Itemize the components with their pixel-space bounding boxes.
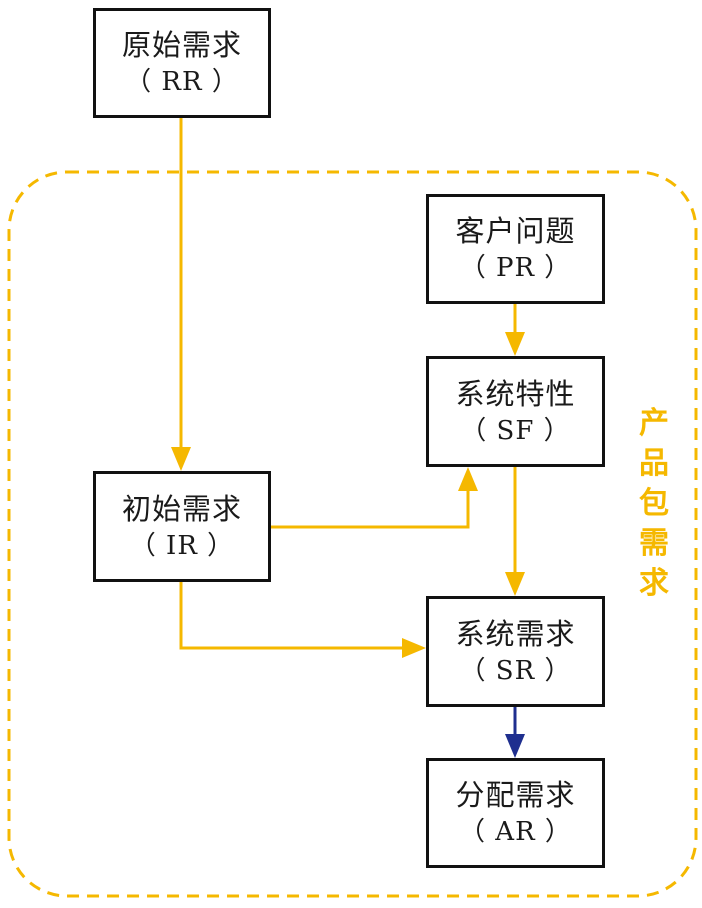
node-abbreviation: （ AR ）	[459, 817, 572, 847]
node-customer-problem: 客户问题 （ PR ）	[426, 194, 605, 304]
group-label-char: 求	[639, 566, 669, 601]
node-abbreviation: （ SF ）	[460, 415, 571, 446]
node-initial-requirement: 初始需求 （ IR ）	[93, 471, 271, 582]
node-title: 客户问题	[455, 214, 576, 248]
product-package-boundary	[7, 170, 698, 898]
edge-layer	[171, 118, 525, 758]
arrowhead-icon	[505, 332, 525, 356]
arrowhead-icon	[171, 447, 191, 471]
edge-sr-to-ar	[505, 707, 525, 758]
edge-line	[271, 491, 470, 529]
node-raw-requirement: 原始需求 （ RR ）	[93, 8, 271, 118]
group-label-char: 需	[639, 526, 669, 561]
arrowhead-icon	[458, 467, 478, 491]
node-abbreviation: （ IR ）	[129, 530, 235, 561]
edge-ir-to-sf	[271, 467, 478, 529]
group-label-char: 品	[639, 446, 669, 481]
edge-sf-to-sr	[505, 467, 525, 596]
product-package-label: 产 品 包 需 求	[634, 404, 674, 604]
node-abbreviation: （ SR ）	[459, 655, 572, 686]
node-system-feature: 系统特性 （ SF ）	[426, 356, 605, 467]
node-title: 系统需求	[455, 616, 576, 651]
group-label-char: 包	[639, 486, 669, 521]
node-title: 系统特性	[455, 376, 576, 411]
node-allocated-requirement: 分配需求 （ AR ）	[426, 758, 605, 868]
edge-rr-to-ir	[171, 118, 191, 471]
node-title: 原始需求	[121, 28, 242, 62]
edge-pr-to-sf	[505, 304, 525, 356]
arrowhead-icon	[402, 638, 426, 658]
node-abbreviation: （ RR ）	[125, 67, 239, 97]
arrowhead-icon	[505, 734, 525, 758]
edge-line	[179, 582, 402, 650]
node-abbreviation: （ PR ）	[459, 253, 572, 283]
node-title: 分配需求	[455, 778, 576, 812]
edge-ir-to-sr	[179, 582, 426, 658]
arrowhead-icon	[505, 572, 525, 596]
node-system-requirement: 系统需求 （ SR ）	[426, 596, 605, 707]
node-title: 初始需求	[121, 491, 242, 526]
group-label-char: 产	[639, 406, 669, 441]
